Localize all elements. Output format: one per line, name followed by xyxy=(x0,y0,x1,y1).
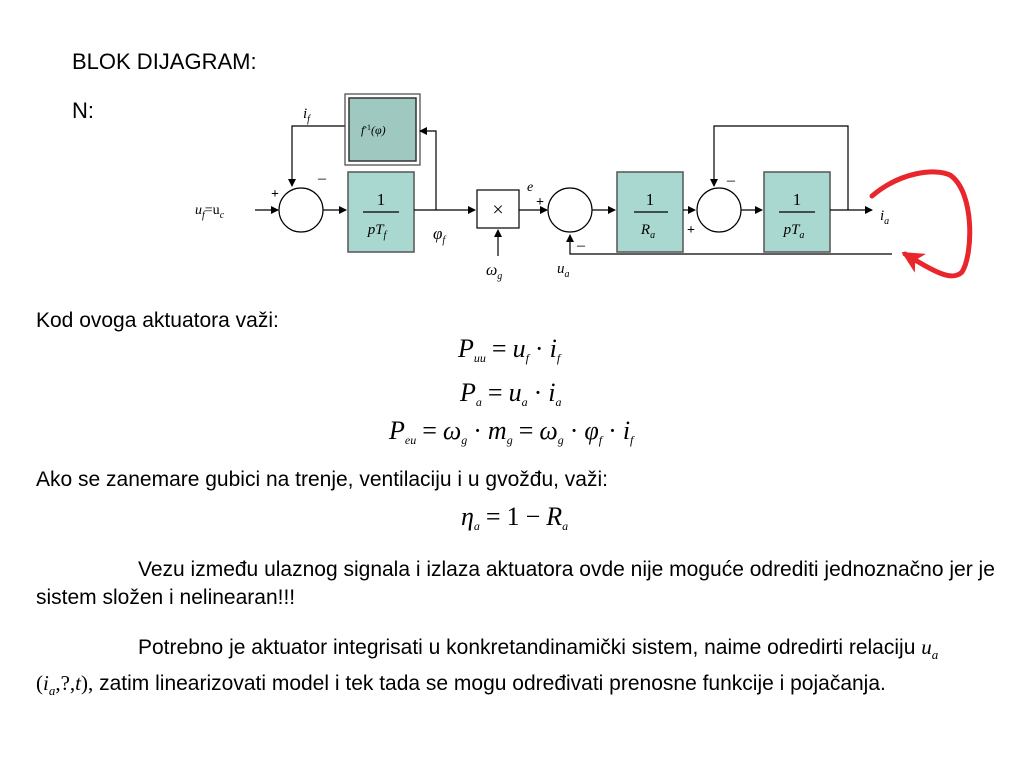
phi-f-label: φf xyxy=(433,224,446,246)
ua-inline-math: ua (ia,?,t), xyxy=(36,635,939,699)
equation-power-armature: Pa=ua·ia xyxy=(460,378,562,409)
plus-sign-1: + xyxy=(271,187,279,202)
block-1-numerator: 1 xyxy=(377,190,386,209)
if-label: if xyxy=(303,106,311,125)
uf-uc-label: uf=uc xyxy=(195,203,225,221)
block-2-denominator: Ra xyxy=(640,222,655,241)
ua-label: ua xyxy=(557,261,570,280)
inner-feedback-line xyxy=(710,125,849,210)
ia-feedback-line xyxy=(566,234,892,255)
minus-sign-3: – xyxy=(726,172,736,189)
minus-sign-2: – xyxy=(576,237,586,254)
section-1-text: Kod ovoga aktuatora važi: xyxy=(36,309,279,332)
summing-junction-2 xyxy=(547,187,593,233)
red-feedback-annotation-arrow xyxy=(869,169,973,279)
e-label: e xyxy=(527,180,533,195)
block-3-denominator: pTa xyxy=(783,222,805,241)
minus-sign-1: – xyxy=(317,170,327,187)
ia-output-label: ia xyxy=(880,208,889,227)
multiply-sign: × xyxy=(492,199,503,221)
block-1-denominator: pTf xyxy=(367,222,388,241)
paragraph-1: Vezu između ulaznog signala i izlaza akt… xyxy=(36,558,995,609)
if-feedback-line xyxy=(288,125,348,187)
block-2-numerator: 1 xyxy=(646,190,655,209)
summing-junction-1 xyxy=(278,187,324,233)
equation-power-electromechanical: Peu=ωg·mg=ωg·φf·if xyxy=(389,416,634,447)
block-3-numerator: 1 xyxy=(793,190,802,209)
inverse-function-block xyxy=(348,97,417,162)
plus-sign-3: + xyxy=(687,223,695,238)
equation-power-excitation: Puu=uf·if xyxy=(458,334,561,365)
block-diagram: uf=uc + – if 1 pTf f-1(φ) φf × ωg e + – … xyxy=(195,93,973,282)
paragraph-2: Potrebno je aktuator integrisati u konkr… xyxy=(36,635,939,699)
n-label: N: xyxy=(72,98,94,123)
summing-junction-3 xyxy=(696,187,742,233)
equation-efficiency: ηa=1−Ra xyxy=(461,502,569,533)
omega-g-label: ωg xyxy=(486,262,502,282)
phi-to-inverse-line xyxy=(419,127,437,210)
plus-sign-2: + xyxy=(536,195,544,210)
page-title: BLOK DIJAGRAM: xyxy=(72,49,257,74)
multiplier-block xyxy=(476,189,520,229)
inverse-function-label: f-1(φ) xyxy=(361,123,386,137)
section-2-text: Ako se zanemare gubici na trenje, ventil… xyxy=(36,468,608,491)
